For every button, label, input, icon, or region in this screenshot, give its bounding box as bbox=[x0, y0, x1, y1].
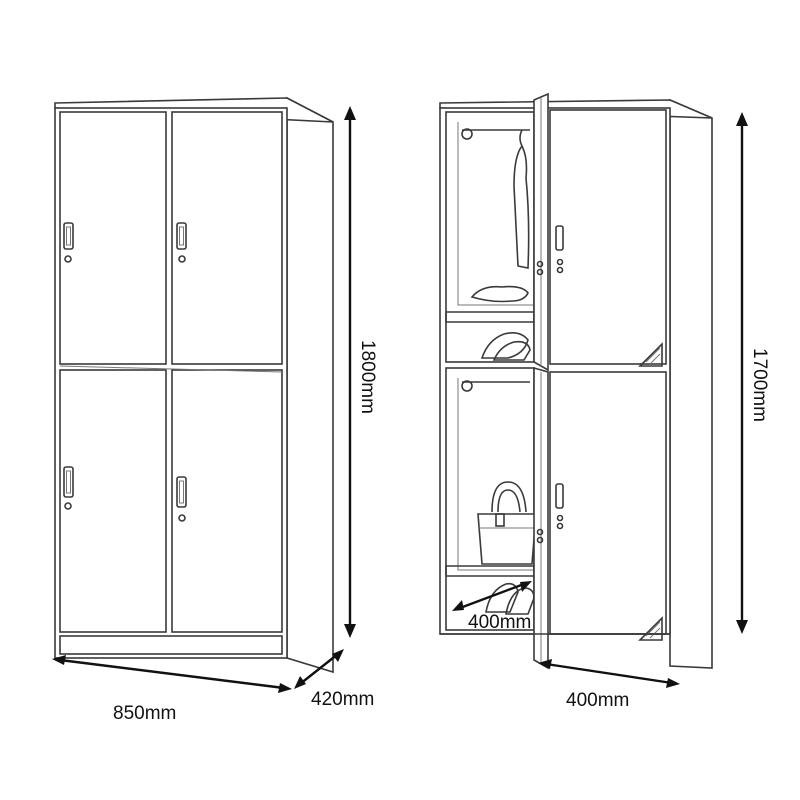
handle-icon bbox=[555, 483, 564, 530]
door-top-right bbox=[171, 111, 283, 365]
cabinet-front-frame bbox=[54, 107, 288, 659]
rod-bracket-icon bbox=[461, 128, 473, 140]
cabinet-base bbox=[59, 635, 283, 655]
depth-label-inner: 400mm bbox=[468, 612, 531, 633]
open-cabinet bbox=[439, 92, 713, 670]
rod-bracket-icon bbox=[461, 380, 473, 392]
width-label-right: 400mm bbox=[566, 690, 629, 711]
door-top-closed bbox=[549, 109, 667, 365]
width-label-left: 850mm bbox=[113, 703, 176, 724]
height-label-right: 1700mm bbox=[749, 348, 770, 422]
depth-arrow-inner bbox=[459, 582, 525, 610]
width-arrow-right bbox=[545, 662, 673, 685]
key-lock-icon bbox=[536, 260, 544, 544]
open-cabinet-frame bbox=[439, 107, 671, 635]
vent-grille-icon bbox=[638, 342, 663, 367]
dimension-arrows bbox=[52, 106, 748, 693]
closed-cabinet bbox=[54, 96, 334, 674]
handle-icon bbox=[63, 222, 74, 263]
shoe-icon bbox=[492, 340, 531, 361]
door-bottom-right bbox=[171, 369, 283, 633]
door-top-left bbox=[59, 111, 167, 365]
door-bottom-left bbox=[59, 369, 167, 633]
height-label-left: 1800mm bbox=[357, 340, 378, 414]
folded-clothes-icon bbox=[470, 285, 529, 303]
depth-arrow-left bbox=[299, 653, 339, 685]
width-arrow-left bbox=[59, 658, 285, 690]
open-cabinet-side-panel bbox=[669, 98, 713, 669]
cabinet-side-panel bbox=[286, 96, 334, 674]
handle-icon bbox=[176, 222, 187, 263]
handle-icon bbox=[63, 466, 74, 510]
depth-label-left: 420mm bbox=[311, 689, 374, 710]
handbag-icon bbox=[477, 481, 537, 565]
handle-icon bbox=[555, 225, 564, 274]
vent-grille-icon bbox=[638, 616, 663, 641]
handle-icon bbox=[176, 476, 187, 522]
shoe-icon bbox=[480, 332, 529, 359]
hanging-shirt-icon bbox=[513, 129, 530, 269]
